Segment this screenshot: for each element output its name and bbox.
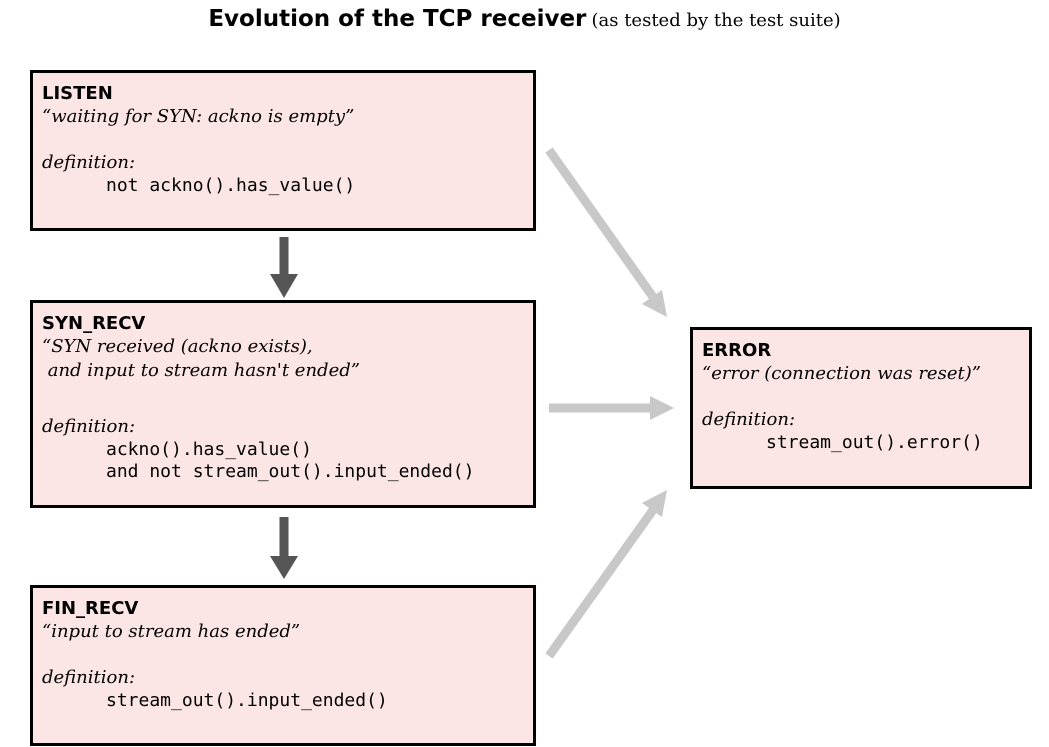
definition-code: stream_out().error() xyxy=(766,432,983,453)
state-syn-recv: SYN_RECV “SYN received (ackno exists), a… xyxy=(30,300,536,508)
definition-label: definition: xyxy=(702,409,796,430)
definition-label: definition: xyxy=(42,152,136,173)
state-name: LISTEN xyxy=(42,83,113,104)
state-description-line: and input to stream hasn't ended” xyxy=(42,360,360,381)
arrow-listen-to-synrecv xyxy=(270,237,298,298)
title-main: Evolution of the TCP receiver xyxy=(208,6,587,32)
definition-code: stream_out().input_ended() xyxy=(106,690,388,711)
arrow-synrecv-to-error xyxy=(549,396,674,420)
definition-code: and not stream_out().input_ended() xyxy=(106,461,475,482)
diagram-title: Evolution of the TCP receiver (as tested… xyxy=(0,6,1049,32)
state-description: “error (connection was reset)” xyxy=(702,363,981,384)
title-sub: (as tested by the test suite) xyxy=(591,10,841,31)
state-description: “waiting for SYN: ackno is empty” xyxy=(42,106,355,127)
state-name: SYN_RECV xyxy=(42,313,146,334)
definition-code: not ackno().has_value() xyxy=(106,175,356,196)
arrow-finrecv-to-error xyxy=(545,490,667,659)
state-description: “input to stream has ended” xyxy=(42,621,301,642)
state-listen: LISTEN “waiting for SYN: ackno is empty”… xyxy=(30,70,536,231)
definition-code: ackno().has_value() xyxy=(106,439,312,460)
state-error: ERROR “error (connection was reset)” def… xyxy=(690,327,1032,489)
definition-label: definition: xyxy=(42,416,136,437)
state-fin-recv: FIN_RECV “input to stream has ended” def… xyxy=(30,585,536,746)
definition-label: definition: xyxy=(42,667,136,688)
state-name: FIN_RECV xyxy=(42,598,139,619)
state-description-line: “SYN received (ackno exists), xyxy=(42,336,313,357)
state-name: ERROR xyxy=(702,340,772,361)
arrow-synrecv-to-finrecv xyxy=(270,517,298,579)
arrow-listen-to-error xyxy=(545,147,667,317)
